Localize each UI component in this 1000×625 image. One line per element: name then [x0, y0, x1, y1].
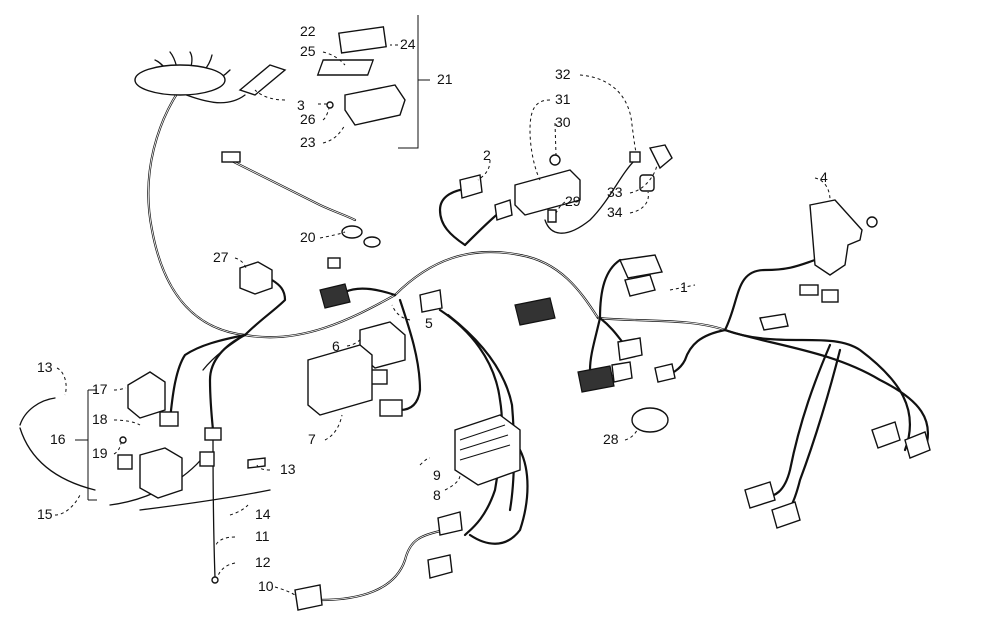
center-plugs: [514, 254, 789, 393]
lower-harness-plugs: [199, 427, 463, 584]
callout-3: 3: [297, 97, 305, 113]
connector-5-cluster: [319, 257, 443, 417]
callout-10: 10: [258, 578, 274, 594]
callout-20: 20: [300, 229, 316, 245]
callout-11: 11: [255, 528, 270, 544]
callout-31: 31: [555, 91, 571, 107]
callout-32: 32: [555, 66, 571, 82]
callout-26: 26: [300, 111, 316, 127]
cap-32-33-34: [629, 144, 673, 192]
regulator-8: [454, 414, 521, 486]
callout-17: 17: [92, 381, 108, 397]
bracket-4: [799, 199, 878, 303]
callout-18: 18: [92, 411, 108, 427]
callout-25: 25: [300, 43, 316, 59]
connector-2: [459, 174, 513, 221]
right-sensors: [744, 421, 931, 529]
callout-34: 34: [607, 204, 623, 220]
callout-12: 12: [255, 554, 271, 570]
callout-21: 21: [437, 71, 453, 87]
callout-labels: 1 2 3 4 5 6 7 8 9 10 11 12 13 13 14 15 1…: [37, 23, 828, 594]
callout-27: 27: [213, 249, 229, 265]
solenoid-assembly-16: [117, 371, 183, 499]
callout-4: 4: [820, 169, 828, 185]
callout-13-center: 13: [280, 461, 296, 477]
callout-28: 28: [603, 431, 619, 447]
callout-15: 15: [37, 506, 53, 522]
leader-lines: [54, 15, 831, 596]
callout-14: 14: [255, 506, 271, 522]
headlight-connector-cluster: [134, 64, 287, 96]
connector-10: [294, 584, 323, 611]
callout-13-left: 13: [37, 359, 53, 375]
callout-24: 24: [400, 36, 416, 52]
callout-22: 22: [300, 23, 316, 39]
callout-19: 19: [92, 445, 108, 461]
callout-5: 5: [425, 315, 433, 331]
connector-27: [239, 261, 273, 295]
callout-8: 8: [433, 487, 441, 503]
callout-23: 23: [300, 134, 316, 150]
callout-30: 30: [555, 114, 571, 130]
cdi-module-7: [307, 344, 373, 416]
callout-1: 1: [680, 279, 688, 295]
callout-33: 33: [607, 184, 623, 200]
connector-20-lead: [221, 151, 381, 248]
callout-2: 2: [483, 147, 491, 163]
module-30-31: [514, 154, 581, 223]
fuse-block-assembly: [316, 26, 406, 126]
callout-9: 9: [433, 467, 441, 483]
callout-16: 16: [50, 431, 66, 447]
ring-28: [631, 407, 669, 433]
callout-7: 7: [308, 431, 316, 447]
callout-29: 29: [565, 193, 581, 209]
callout-6: 6: [332, 338, 340, 354]
